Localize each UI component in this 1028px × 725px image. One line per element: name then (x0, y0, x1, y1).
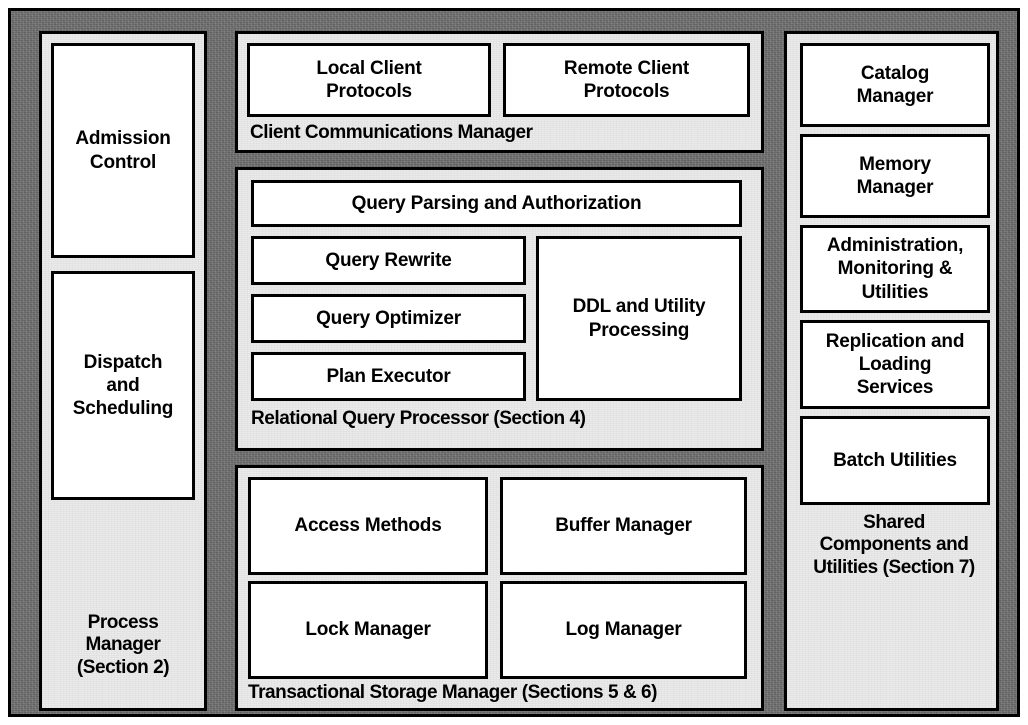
component-box-local-client-protocols: Local Client Protocols (247, 43, 491, 117)
component-box-memory-manager: Memory Manager (800, 134, 990, 218)
component-box-catalog-manager: Catalog Manager (800, 43, 990, 127)
component-box-admission-control: Admission Control (51, 43, 195, 258)
component-box-query-parsing-and-authorization: Query Parsing and Authorization (251, 180, 742, 227)
panel-label-relational-query-processor: Relational Query Processor (Section 4) (251, 408, 586, 429)
transactional-storage-manager-panel: Access Methods Buffer Manager Lock Manag… (235, 465, 764, 711)
diagram-outer-frame: Admission Control Dispatch and Schedulin… (8, 8, 1020, 717)
panel-label-client-communications-manager: Client Communications Manager (250, 122, 533, 143)
middle-column: Local Client Protocols Remote Client Pro… (235, 31, 764, 711)
component-box-remote-client-protocols: Remote Client Protocols (503, 43, 750, 117)
component-box-administration-monitoring-utilities: Administration, Monitoring & Utilities (800, 225, 990, 313)
shared-components-and-utilities-panel: Catalog Manager Memory Manager Administr… (784, 31, 999, 711)
component-box-plan-executor: Plan Executor (251, 352, 526, 401)
panel-label-process-manager: Process Manager (Section 2) (76, 612, 170, 678)
panel-label-transactional-storage-manager: Transactional Storage Manager (Sections … (248, 682, 658, 703)
panel-label-shared-components-and-utilities: Shared Components and Utilities (Section… (813, 512, 975, 578)
component-box-log-manager: Log Manager (500, 581, 747, 679)
component-box-dispatch-and-scheduling: Dispatch and Scheduling (51, 271, 195, 500)
relational-query-processor-panel: Query Parsing and Authorization Query Re… (235, 167, 764, 451)
component-box-access-methods: Access Methods (248, 477, 488, 575)
process-manager-panel: Admission Control Dispatch and Schedulin… (39, 31, 207, 711)
client-communications-manager-panel: Local Client Protocols Remote Client Pro… (235, 31, 764, 153)
component-box-query-rewrite: Query Rewrite (251, 236, 526, 285)
component-box-replication-and-loading-services: Replication and Loading Services (800, 320, 990, 409)
component-box-ddl-and-utility-processing: DDL and Utility Processing (536, 236, 742, 401)
component-box-buffer-manager: Buffer Manager (500, 477, 747, 575)
component-box-query-optimizer: Query Optimizer (251, 294, 526, 343)
component-box-lock-manager: Lock Manager (248, 581, 488, 679)
component-box-batch-utilities: Batch Utilities (800, 416, 990, 505)
